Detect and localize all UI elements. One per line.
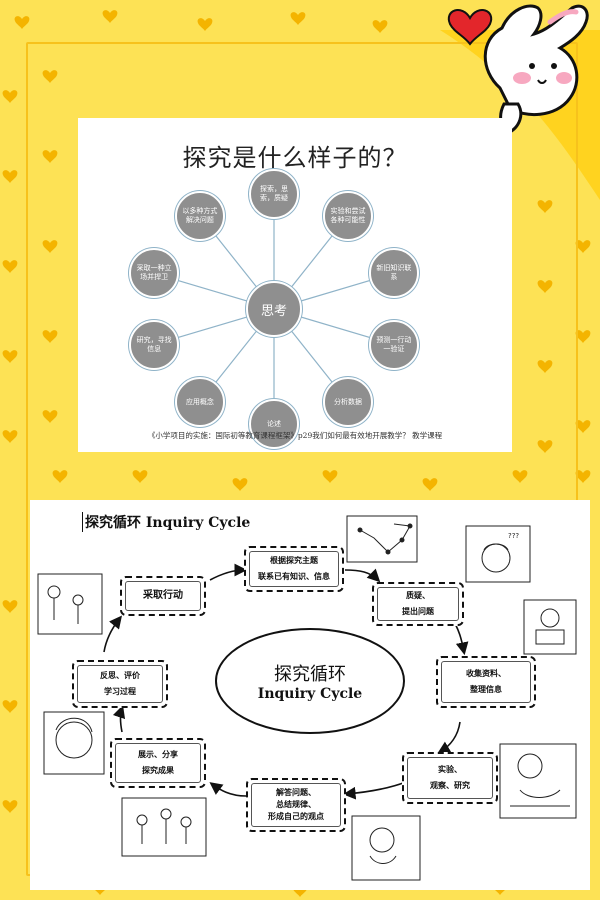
mind-map-node: 分析数据 (323, 377, 374, 428)
mind-map-node: 实验和尝试各种可能性 (323, 190, 374, 241)
step-text: 整理信息 (470, 685, 502, 694)
cycle-arrow (112, 704, 126, 733)
cycle-step-present: 展示、分享 探究成果 (110, 738, 206, 788)
step-text: 解答问题、 (276, 788, 316, 797)
mind-map-node: 以多种方式解决问题 (174, 190, 225, 241)
step-text: 反思、评价 (100, 671, 140, 680)
cycle-center-oval: 探究循环 Inquiry Cycle (215, 628, 405, 734)
inquiry-cycle-panel: 探究循环 Inquiry Cycle ??? (30, 500, 590, 890)
cycle-arrow (103, 615, 122, 653)
mind-map-citation: 《小学项目的实施：国际初等教育课程框架》p29我们如何最有效地开展教学？ 教学课… (147, 431, 443, 440)
cycle-step-reflect: 反思、评价 学习过程 (72, 660, 168, 708)
mind-map-panel: 探究是什么样子的？ 思考 探索，思索，质疑实验和尝试各种可能性新旧知识联系预测一… (78, 118, 512, 452)
mind-map-node: 探索，思索，质疑 (249, 168, 299, 219)
cycle-center-zh: 探究循环 (274, 664, 346, 685)
step-text: 总结规律、 (276, 800, 316, 809)
mind-map-node: 采取一种立场并捍卫 (129, 248, 180, 299)
heart-icon (447, 9, 493, 46)
mind-map-node: 应用概念 (174, 377, 225, 428)
mind-map-node: 论述 (249, 399, 299, 450)
mind-map-center-node: 思考 (246, 281, 302, 337)
step-text: 观察、研究 (430, 781, 470, 790)
cycle-step-connect-knowledge: 根据探究主题 联系已有知识、信息 (244, 546, 344, 592)
cycle-arrow (209, 563, 248, 581)
mind-map-title: 探究是什么样子的？ (182, 144, 408, 172)
step-text: 学习过程 (104, 687, 136, 696)
inquiry-cycle-title: 探究循环 Inquiry Cycle (82, 512, 250, 532)
cycle-step-conclude: 解答问题、 总结规律、 形成自己的观点 (246, 778, 346, 832)
step-text: 探究成果 (142, 766, 174, 775)
cycle-arrow (209, 782, 247, 797)
cycle-step-experiment: 实验、 观察、研究 (402, 752, 498, 804)
step-text: 提出问题 (402, 607, 434, 616)
bunny-sticker (447, 4, 589, 134)
mind-map-node: 预测一行动一验证 (368, 319, 419, 370)
cycle-step-question: 质疑、 提出问题 (372, 582, 464, 626)
mind-map-node: 新旧知识联系 (368, 248, 419, 299)
cycle-arrow (344, 568, 381, 583)
svg-text:???: ??? (508, 532, 519, 540)
step-text: 联系已有知识、信息 (258, 572, 330, 581)
cycle-center-en: Inquiry Cycle (257, 686, 363, 702)
step-text: 采取行动 (143, 590, 183, 601)
sketch-illustration: ??? (37, 515, 577, 881)
cycle-step-collect-data: 收集资料、 整理信息 (436, 656, 536, 708)
step-text: 实验、 (438, 765, 462, 774)
step-text: 收集资料、 (466, 669, 506, 678)
step-text: 根据探究主题 (270, 556, 318, 565)
cycle-step-take-action: 采取行动 (120, 576, 206, 616)
cycle-arrow (437, 721, 461, 754)
cycle-arrow (342, 781, 407, 800)
step-text: 质疑、 (406, 591, 430, 600)
step-text: 形成自己的观点 (268, 812, 324, 821)
mind-map-node: 研究，寻找信息 (129, 319, 180, 370)
step-text: 展示、分享 (138, 750, 178, 759)
cycle-arrows: ??? (37, 515, 577, 881)
